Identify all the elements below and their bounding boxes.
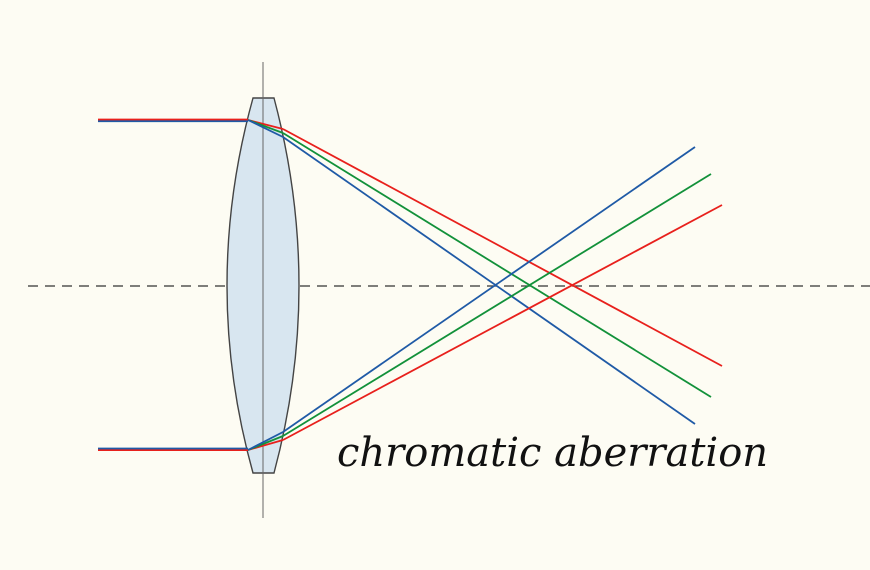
refracted-rays-in-lens [247,119,284,451]
exit-ray-blue-bottom [282,146,696,433]
exit-ray-blue-top [282,136,696,425]
exit-ray-green-bottom [282,173,712,437]
lens-ray-blue-bottom [247,431,284,451]
diagram-caption: chromatic aberration [337,430,768,476]
incoming-rays [98,118,248,451]
exit-ray-red-top [282,128,723,367]
exit-ray-green-top [282,132,712,398]
exiting-rays [282,128,723,441]
lens-ray-blue-top [247,119,284,138]
exit-ray-red-bottom [282,204,723,441]
